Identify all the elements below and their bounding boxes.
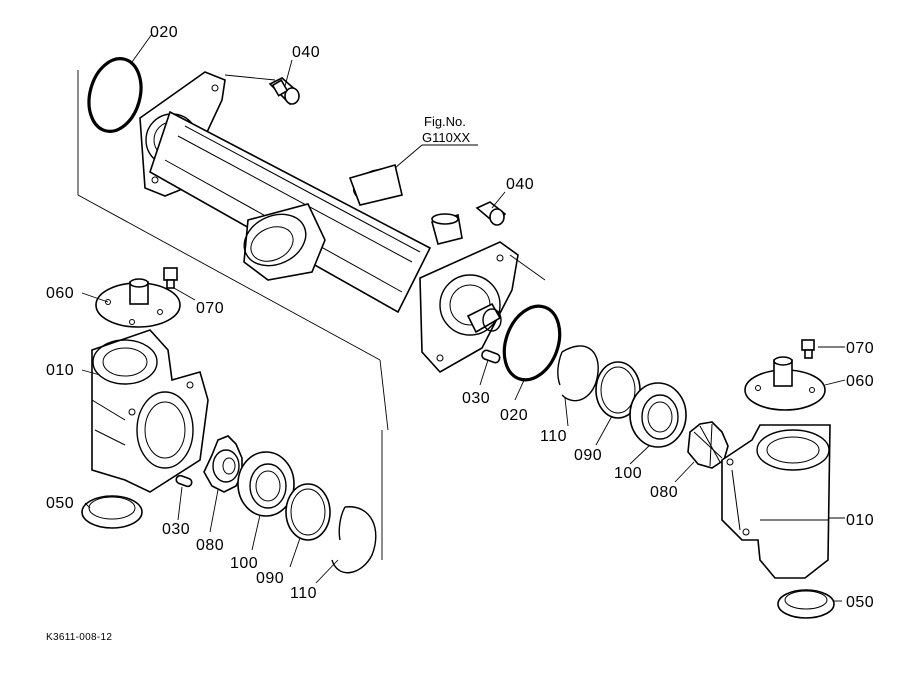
- axle-housing-tube: [139, 71, 519, 374]
- label-oring-top: 020: [150, 24, 178, 41]
- label-cover-left: 060: [46, 285, 74, 302]
- label-oring-center: 020: [500, 407, 528, 424]
- label-plug-right: 040: [506, 176, 534, 193]
- pin-center-icon: [481, 349, 501, 364]
- label-snap-left: 110: [290, 585, 317, 602]
- plug-right-icon: [475, 201, 507, 226]
- label-seal-left: 050: [46, 495, 74, 512]
- label-bearing-right: 100: [614, 465, 642, 482]
- plug-top-icon: [268, 77, 300, 106]
- label-ring-left: 090: [256, 570, 284, 587]
- drawing-code: K3611-008-12: [46, 632, 112, 643]
- snap-ring-right: [557, 345, 599, 402]
- bevel-gear-left: [203, 435, 243, 493]
- bolt-left-icon: [163, 267, 178, 289]
- snap-ring-left: [331, 506, 377, 574]
- pin-left-icon: [175, 474, 193, 488]
- fig-ref-line1: Fig.No.: [424, 114, 466, 129]
- leader-lines: [81, 33, 846, 602]
- o-ring-top: [87, 57, 143, 133]
- assembly-lines: [77, 70, 546, 560]
- cover-left: [95, 278, 181, 328]
- bearing-left: [237, 451, 295, 517]
- label-bolt-left: 070: [196, 300, 224, 317]
- final-case-right: [721, 424, 831, 579]
- label-gear-left: 080: [196, 537, 224, 554]
- label-gear-right: 080: [650, 484, 678, 501]
- bolt-right-icon: [801, 339, 815, 359]
- label-pin-left: 030: [162, 521, 190, 538]
- bevel-gear-right: [687, 421, 729, 469]
- seal-left: [81, 495, 143, 529]
- label-cover-right: 060: [846, 373, 874, 390]
- callout-labels: 020 040 Fig.No. G110XX 040 060 070 010 0…: [46, 24, 874, 643]
- label-pin-center: 030: [462, 390, 490, 407]
- label-ring-right: 090: [574, 447, 602, 464]
- ring-left: [285, 483, 331, 541]
- bearing-right: [629, 382, 687, 448]
- label-case-left: 010: [46, 362, 74, 379]
- label-bolt-right: 070: [846, 340, 874, 357]
- label-seal-right: 050: [846, 594, 874, 611]
- label-bearing-left: 100: [230, 555, 258, 572]
- label-snap-right: 110: [540, 428, 567, 445]
- final-case-left: [91, 329, 209, 493]
- fig-ref-line2: G110XX: [422, 130, 471, 145]
- cover-right: [744, 356, 826, 411]
- seal-right: [777, 589, 835, 619]
- label-case-right: 010: [846, 512, 874, 529]
- o-ring-center: [502, 304, 562, 382]
- label-plug-top: 040: [292, 44, 320, 61]
